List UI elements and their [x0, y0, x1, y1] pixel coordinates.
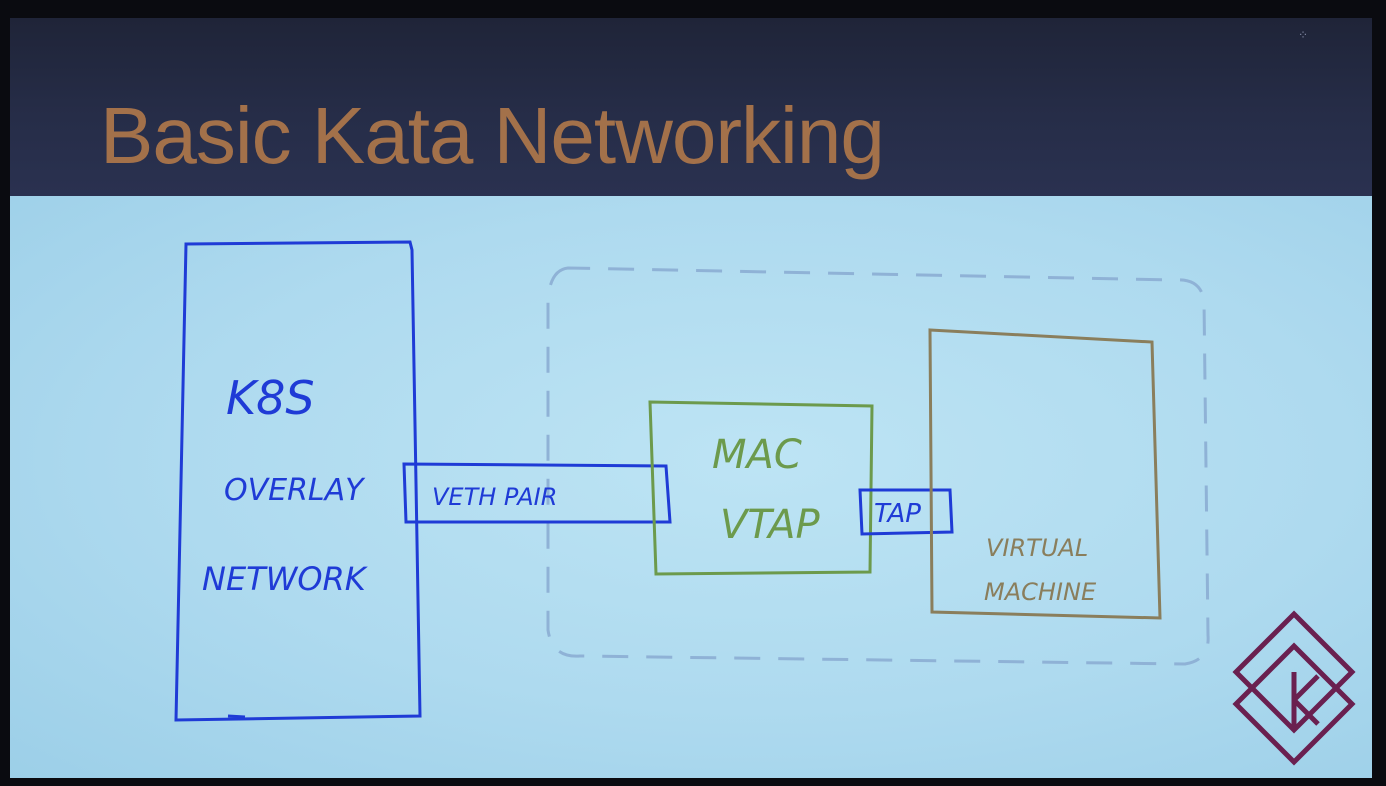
slide-body — [10, 196, 1372, 780]
tap-label: TAP — [874, 499, 921, 529]
mac-vtap-box — [648, 400, 874, 576]
veth-pair-box — [402, 462, 672, 524]
presentation-slide: Basic Kata Networking ⁘ — [10, 18, 1372, 780]
virtual-machine-box — [928, 328, 1162, 620]
network-label: NETWORK — [202, 560, 369, 598]
corner-dots-icon: ⁘ — [1297, 28, 1308, 42]
overlay-label: OVERLAY — [224, 473, 366, 508]
slide-title: Basic Kata Networking — [100, 91, 885, 180]
mac-label: MAC — [712, 432, 802, 478]
k8s-label: K8S — [226, 371, 315, 425]
kata-containers-logo-icon — [1232, 610, 1356, 766]
frame-bottom-edge — [0, 778, 1386, 786]
sandbox-dashed-boundary — [546, 266, 1210, 666]
machine-label: MACHINE — [984, 578, 1097, 606]
virtual-label: VIRTUAL — [986, 534, 1088, 562]
k8s-block-bottom-mark — [227, 714, 246, 719]
title-bar: Basic Kata Networking ⁘ — [10, 18, 1372, 196]
tap-box — [858, 488, 954, 536]
veth-pair-label: VETH PAIR — [432, 483, 557, 511]
k8s-overlay-block — [174, 240, 422, 722]
vtap-label: VTAP — [720, 502, 820, 548]
